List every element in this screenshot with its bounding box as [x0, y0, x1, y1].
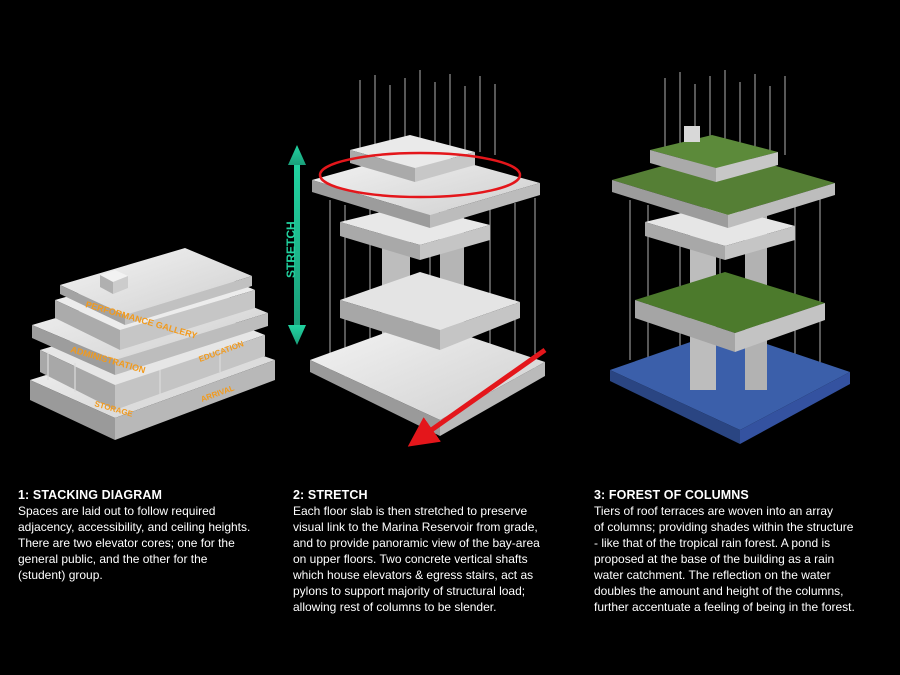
caption-stacking: 1: STACKING DIAGRAM Spaces are laid out … — [18, 487, 280, 583]
caption-title: 3: FOREST OF COLUMNS — [594, 488, 749, 502]
caption-line: There are two elevator cores; one for th… — [18, 536, 235, 550]
caption-line: allowing rest of columns to be slender. — [293, 600, 497, 614]
caption-line: proposed at the base of the building as … — [594, 552, 835, 566]
caption-line: general public, and the other for the — [18, 552, 208, 566]
forest-diagram — [610, 70, 850, 444]
caption-line: adjacency, accessibility, and ceiling he… — [18, 520, 251, 534]
stretch-diagram: STRETCH — [284, 70, 547, 447]
caption-line: which house elevators & egress stairs, a… — [293, 568, 534, 582]
caption-line: - like that of the tropical rain forest.… — [594, 536, 831, 550]
caption-line: pylons to support majority of structural… — [293, 584, 526, 598]
caption-line: (student) group. — [18, 568, 103, 582]
caption-stretch: 2: STRETCH Each floor slab is then stret… — [293, 487, 583, 615]
caption-line: on upper floors. Two concrete vertical s… — [293, 552, 528, 566]
caption-line: visual link to the Marina Reservoir from… — [293, 520, 538, 534]
caption-line: Each floor slab is then stretched to pre… — [293, 504, 528, 518]
stretch-label: STRETCH — [284, 221, 298, 278]
caption-line: and to provide panoramic view of the bay… — [293, 536, 540, 550]
caption-line: of columns; providing shades within the … — [594, 520, 854, 534]
stacking-diagram: PERFORMANCE GALLERY ADMINISTRATION EDUCA… — [30, 248, 275, 440]
diagram-illustrations: PERFORMANCE GALLERY ADMINISTRATION EDUCA… — [30, 70, 850, 447]
caption-title: 2: STRETCH — [293, 488, 368, 502]
caption-line: Tiers of roof terraces are woven into an… — [594, 504, 833, 518]
caption-forest: 3: FOREST OF COLUMNS Tiers of roof terra… — [594, 487, 886, 615]
caption-title: 1: STACKING DIAGRAM — [18, 488, 163, 502]
caption-line: further accentuate a feeling of being in… — [594, 600, 855, 614]
caption-line: Spaces are laid out to follow required — [18, 504, 216, 518]
caption-line: water catchment. The reflection on the w… — [594, 568, 831, 582]
caption-line: doubles the amount and height of the col… — [594, 584, 844, 598]
